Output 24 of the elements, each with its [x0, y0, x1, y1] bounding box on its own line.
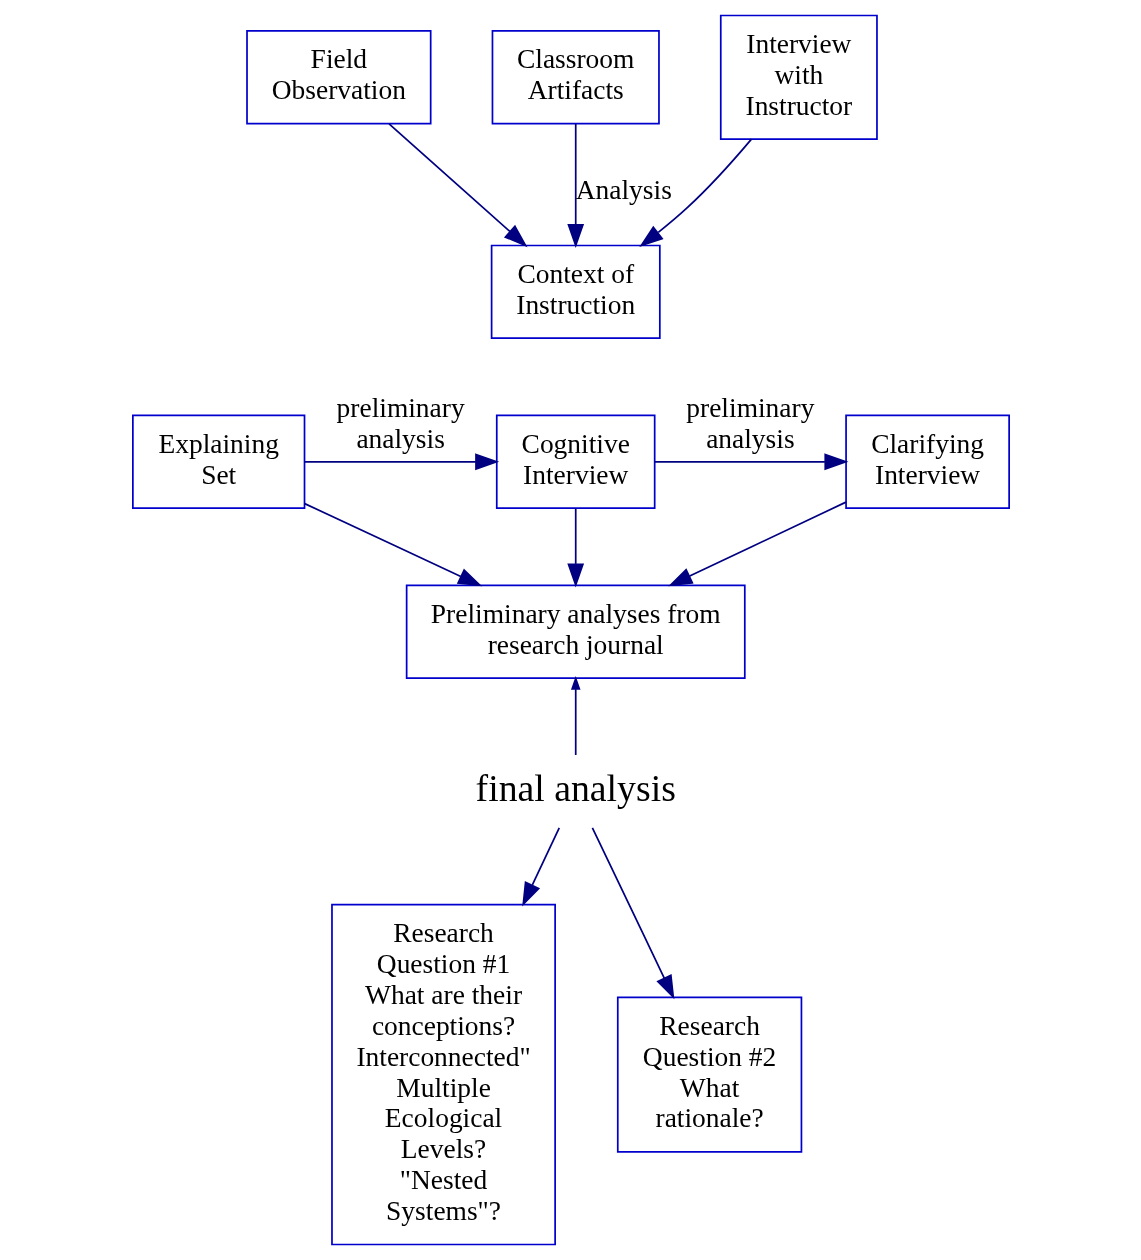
node-box: Explaining Set [131, 414, 305, 509]
node-box: Field Observation [245, 30, 432, 125]
node-box: Cognitive Interview [495, 414, 656, 509]
arrow [667, 501, 847, 587]
arrow [303, 453, 499, 471]
arrow [303, 502, 482, 587]
arrow [591, 827, 674, 1000]
node-box: Interview with Instructor [719, 14, 878, 140]
node-box: Context of Instruction [490, 244, 661, 340]
edge-label: preliminary analysis [336, 392, 465, 454]
node-box: Research Question #1 What are their conceptions? Interconnected" Multiple Ecological Levels? "Nested Systems"? [330, 903, 556, 1246]
arrow [570, 676, 581, 756]
node-box: Clarifying Interview [844, 414, 1010, 509]
arrow [387, 122, 527, 248]
edge-label: preliminary analysis [685, 392, 814, 454]
node-text: final analysis [475, 766, 676, 809]
node-box: Research Question #2 What rationale? [616, 996, 802, 1153]
arrow [566, 507, 584, 588]
arrow [566, 122, 584, 249]
arrow [653, 453, 848, 471]
arrow [638, 138, 752, 247]
node-box: Classroom Artifacts [491, 30, 660, 125]
node-box: Preliminary analyses from research journal [405, 584, 746, 679]
arrow [521, 827, 560, 907]
